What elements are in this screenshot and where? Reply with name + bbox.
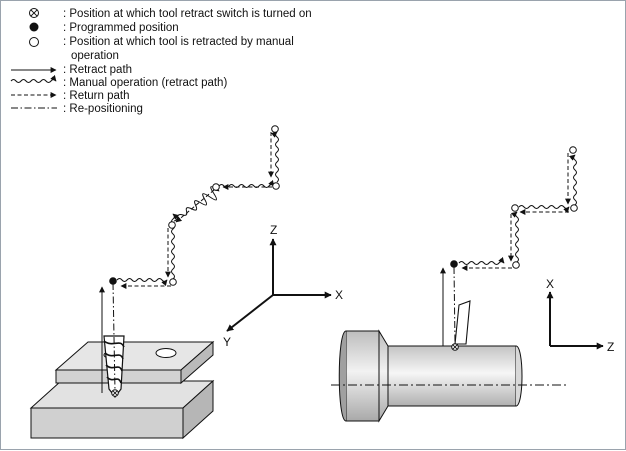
manual-path-lathe <box>458 154 577 265</box>
legend-text-retract-path: : Retract path <box>63 64 132 76</box>
workpiece-small-end <box>515 345 523 407</box>
milling-axis-z-label: Z <box>270 223 277 237</box>
workpiece-hole <box>155 348 177 358</box>
workpiece-lower-top <box>29 380 215 409</box>
retract-switch-symbol <box>29 8 39 18</box>
programmed-position-milling <box>109 277 117 285</box>
milling-illustration: Z X Y <box>29 125 343 440</box>
workpiece-large-diameter <box>345 330 380 422</box>
return-path-lathe <box>461 153 571 271</box>
programmed-position-lathe <box>450 260 458 268</box>
legend: : Position at which tool retract switch … <box>10 8 312 115</box>
retract-switch-point-milling <box>111 389 119 397</box>
repositioning-path-milling <box>112 282 116 392</box>
manual-path-milling <box>116 131 279 287</box>
legend-text-retract-switch: : Position at which tool retract switch … <box>63 8 312 20</box>
workpiece-upper-side <box>180 340 214 385</box>
legend-text-return-path: : Return path <box>63 90 129 102</box>
milling-axis-x-label: X <box>335 288 343 302</box>
workpiece-large-end <box>338 330 347 422</box>
milling-axis-y-label: Y <box>223 335 231 349</box>
legend-text-programmed: : Programmed position <box>63 22 179 34</box>
lathe-axes: X Z <box>546 277 614 354</box>
manual-points-milling <box>168 125 280 286</box>
lathe-axis-x-label: X <box>546 277 554 291</box>
workpiece-small-diameter <box>387 345 517 407</box>
manual-retract-symbol <box>29 37 39 47</box>
manual-operation-symbol <box>10 74 57 83</box>
workpiece-taper <box>378 329 389 423</box>
legend-text-manual-retract: : Position at which tool is retracted by… <box>63 36 294 48</box>
legend-text-manual-operation: : Manual operation (retract path) <box>63 77 227 89</box>
milling-axes: Z X Y <box>223 223 343 349</box>
legend-text-manual-retract-cont: operation <box>71 50 119 62</box>
return-path-milling <box>120 132 274 289</box>
legend-text-repositioning: : Re-positioning <box>63 103 143 115</box>
lathe-illustration: X Z <box>331 146 614 423</box>
manual-points-lathe <box>511 146 578 269</box>
retract-switch-point-lathe <box>451 343 459 351</box>
lathe-axis-z-label: Z <box>607 340 614 354</box>
programmed-position-symbol <box>29 22 39 32</box>
turning-tool <box>454 300 471 345</box>
workpiece-lower-front <box>30 407 184 439</box>
workpiece-lower-side <box>182 379 214 440</box>
repositioning-path-lathe <box>453 266 456 344</box>
